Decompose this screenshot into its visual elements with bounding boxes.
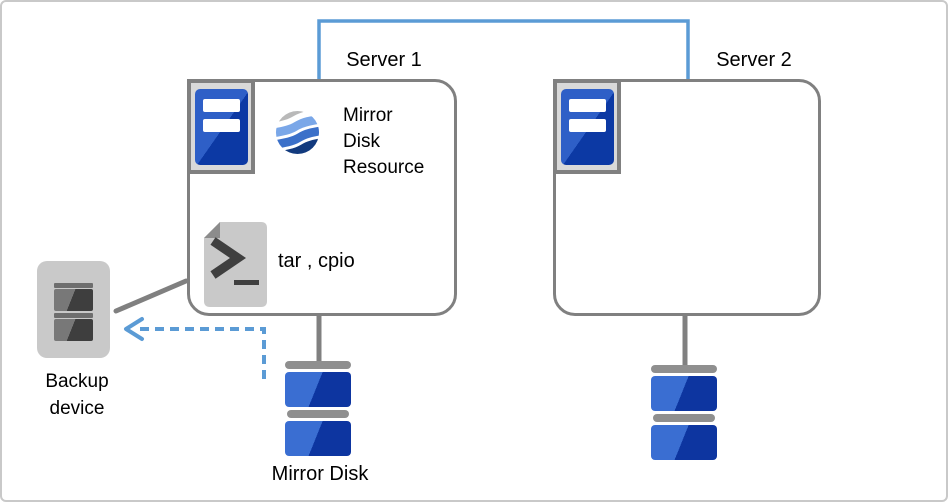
server-tower-icon	[194, 88, 248, 165]
tar-cpio-label: tar , cpio	[278, 250, 355, 272]
mirror-disk1-icon	[285, 361, 351, 459]
disk-platter	[285, 421, 351, 456]
server1-badge	[187, 79, 255, 174]
wave-sphere-icon	[275, 110, 320, 155]
tape-drive-icon	[37, 261, 110, 358]
backup-copy-dashed-line	[140, 327, 266, 385]
backup-device-label-line1: Backup	[45, 371, 109, 392]
server-tower-icon	[560, 88, 614, 165]
disk-divider	[287, 410, 349, 418]
tape-cartridge-icon	[54, 319, 93, 341]
tower-slot-icon	[202, 98, 240, 112]
tower-slot-icon	[568, 98, 606, 112]
mirror-disk-resource-label-line1: Mirror	[343, 105, 393, 126]
script-document-icon	[204, 222, 267, 307]
server1-label: Server 1	[346, 49, 422, 71]
mirror-disk-label: Mirror Disk	[271, 463, 369, 485]
tower-slot-icon	[202, 118, 240, 132]
tower-slot-icon	[568, 118, 606, 132]
backup-device-label-line2: device	[49, 398, 105, 419]
disk-platter	[651, 376, 717, 411]
server2-badge	[553, 79, 621, 174]
server2-label: Server 2	[716, 49, 792, 71]
disk-cap	[285, 361, 351, 369]
mirror-disk-resource-label-line2: Disk	[343, 131, 380, 152]
tape-bar-icon	[54, 283, 93, 288]
mirror-disk-resource-label-line3: Resource	[343, 157, 425, 178]
disk-divider	[653, 414, 715, 422]
disk-platter	[285, 372, 351, 407]
tape-drive-slots	[54, 283, 93, 341]
interconnect-wire	[317, 19, 690, 79]
server1-backup-link	[113, 278, 189, 314]
tape-bar-icon	[54, 313, 93, 318]
disk-platter	[651, 425, 717, 460]
tape-cartridge-icon	[54, 289, 93, 311]
dashed-left-arrow-head-icon	[124, 317, 144, 341]
mirror-disk2-icon	[651, 365, 717, 463]
disk-cap	[651, 365, 717, 373]
